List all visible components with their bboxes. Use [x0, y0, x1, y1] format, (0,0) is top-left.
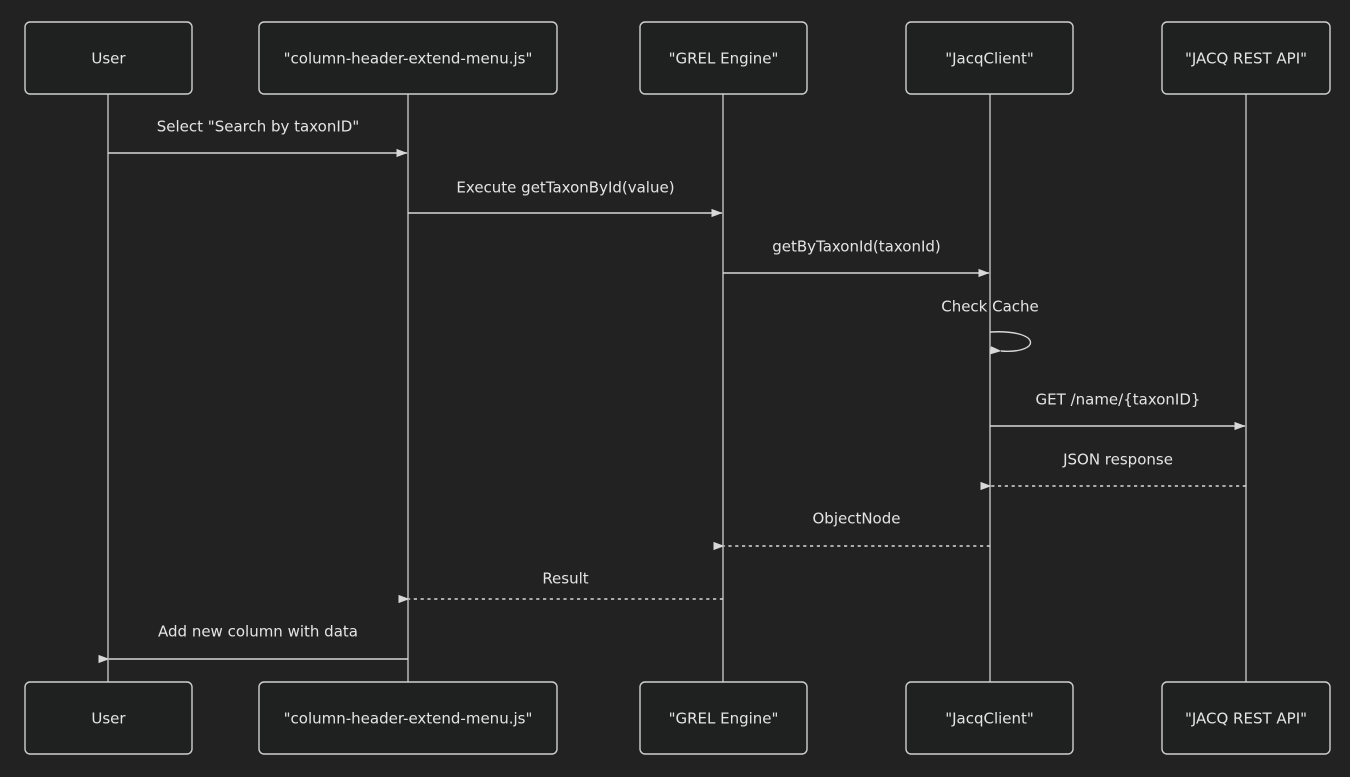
message-line-m4[interactable]: [989, 331, 1032, 355]
message-label-m2: Execute getTaxonById(value): [456, 179, 674, 197]
participant-box-grel-bottom[interactable]: [639, 681, 808, 755]
message-label-m1: Select "Search by taxonID": [157, 118, 359, 136]
participant-label-user-top: User: [91, 50, 126, 68]
message-label-m9: Add new column with data: [158, 623, 358, 641]
message-label-m7: ObjectNode: [812, 510, 900, 528]
participant-box-rest-bottom[interactable]: [1161, 681, 1331, 755]
participant-label-grel-bottom: "GREL Engine": [669, 710, 779, 728]
participant-box-grel-top[interactable]: [639, 21, 808, 95]
participant-label-rest-top: "JACQ REST API": [1185, 50, 1307, 68]
participant-label-menu-bottom: "column-header-extend-menu.js": [284, 710, 533, 728]
participant-label-user-bottom: User: [91, 710, 126, 728]
bottom-participant-boxes: User "column-header-extend-menu.js" "GREL …: [24, 681, 1331, 755]
message-label-m5: GET /name/{taxonID}: [1036, 391, 1201, 409]
participant-label-jacq-bottom: "JacqClient": [945, 710, 1034, 728]
lifelines-group: [107, 94, 1247, 682]
participant-box-menu-top[interactable]: [258, 21, 558, 95]
message-label-m3: getByTaxonId(taxonId): [772, 238, 941, 256]
message-label-m8: Result: [542, 570, 588, 588]
message-label-m6: JSON response: [1062, 451, 1173, 469]
message-label-m4: Check Cache: [941, 298, 1039, 316]
participant-label-jacq-top: "JacqClient": [945, 50, 1034, 68]
participant-box-menu-bottom[interactable]: [258, 681, 558, 755]
participant-label-rest-bottom: "JACQ REST API": [1185, 710, 1307, 728]
participant-box-user-bottom[interactable]: [24, 681, 193, 755]
participant-box-jacq-bottom[interactable]: [905, 681, 1074, 755]
participant-box-user-top[interactable]: [24, 21, 193, 95]
participant-box-jacq-top[interactable]: [905, 21, 1074, 95]
messages-group: Select "Search by taxonID" Execute getTax…: [98, 118, 1246, 664]
participant-label-grel-top: "GREL Engine": [669, 50, 779, 68]
top-participant-boxes: User "column-header-extend-menu.js" "GREL …: [24, 21, 1331, 95]
participant-label-menu-top: "column-header-extend-menu.js": [284, 50, 533, 68]
participant-box-rest-top[interactable]: [1161, 21, 1331, 95]
